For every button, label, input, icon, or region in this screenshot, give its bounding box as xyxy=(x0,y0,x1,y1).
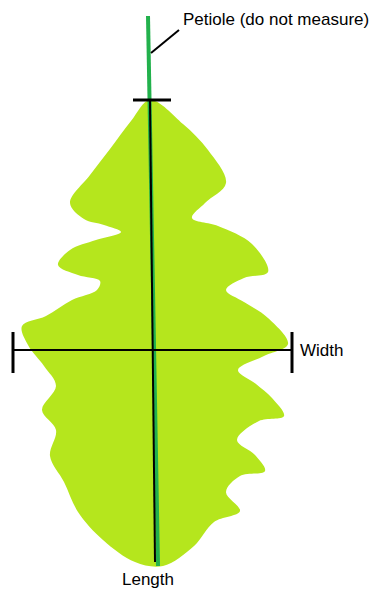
leader-line xyxy=(151,30,179,53)
width-tick xyxy=(291,332,294,373)
length-tick xyxy=(133,99,171,102)
length-line xyxy=(150,100,155,562)
width-line xyxy=(13,349,292,351)
width-tick xyxy=(12,332,15,373)
dimension-label: Length xyxy=(122,570,174,590)
dimension-label: Width xyxy=(300,341,343,361)
part-label: Petiole (do not measure) xyxy=(183,10,369,30)
